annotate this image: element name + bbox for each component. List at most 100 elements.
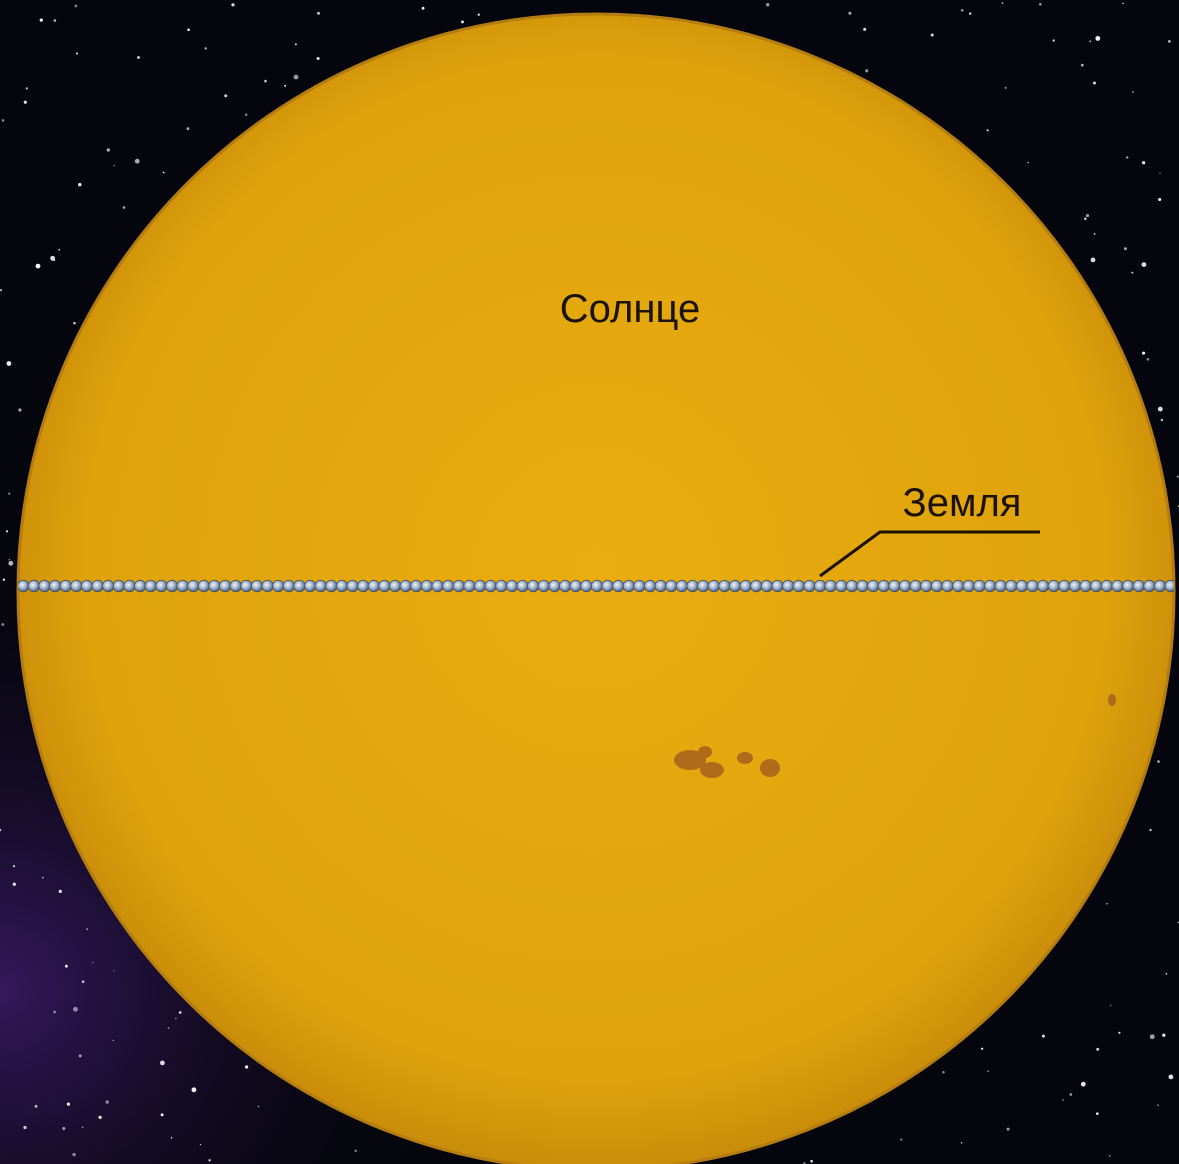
star xyxy=(1157,406,1163,412)
star xyxy=(170,1137,173,1139)
earth-disc xyxy=(1005,579,1018,593)
earth-disc xyxy=(346,579,359,593)
earth-disc xyxy=(612,579,625,593)
star xyxy=(1176,475,1179,478)
star xyxy=(65,964,68,968)
star xyxy=(53,1010,56,1014)
star xyxy=(1006,1127,1010,1131)
star xyxy=(187,28,190,32)
star xyxy=(58,248,61,251)
earth-disc xyxy=(1153,579,1167,593)
earth-disc xyxy=(1100,579,1114,593)
earth-disc xyxy=(367,579,381,593)
earth-disc xyxy=(898,579,912,593)
earth-disc xyxy=(1047,579,1060,593)
star xyxy=(1131,91,1134,94)
star xyxy=(74,4,78,8)
star xyxy=(0,289,3,292)
star xyxy=(1095,36,1101,41)
star xyxy=(160,1060,165,1066)
earth-disc xyxy=(304,579,317,593)
earth-disc xyxy=(601,579,614,593)
earth-disc xyxy=(1037,579,1050,593)
star xyxy=(1168,1074,1174,1080)
star xyxy=(244,1065,249,1069)
star xyxy=(1123,247,1127,251)
star xyxy=(245,113,248,116)
earth-disc xyxy=(80,579,94,593)
earth-disc xyxy=(867,579,880,593)
earth-disc xyxy=(38,579,51,593)
star xyxy=(53,259,56,262)
star xyxy=(1118,1031,1121,1034)
earth-disc xyxy=(920,579,933,593)
star xyxy=(18,408,22,412)
earth-disc xyxy=(176,579,189,593)
star xyxy=(981,1047,984,1050)
earth-disc xyxy=(452,579,466,593)
sun-label: Солнце xyxy=(560,287,700,331)
earth-disc xyxy=(314,579,327,593)
star xyxy=(50,255,55,261)
earth-disc xyxy=(559,579,572,593)
star xyxy=(113,164,115,167)
star xyxy=(58,889,62,894)
star xyxy=(1096,1047,1100,1051)
earth-disc xyxy=(824,579,837,593)
earth-disc xyxy=(569,579,582,593)
earth-disc xyxy=(750,579,763,593)
star xyxy=(78,1054,82,1058)
earth-disc xyxy=(431,579,444,593)
earth-disc xyxy=(941,579,954,593)
earth-disc xyxy=(70,579,83,593)
earth-disc xyxy=(1058,579,1071,593)
earth-disc xyxy=(813,579,827,593)
earth-disc xyxy=(590,579,604,593)
star xyxy=(317,11,320,15)
star xyxy=(12,882,16,886)
star xyxy=(1052,39,1055,42)
earth-disc xyxy=(835,579,848,593)
star xyxy=(1090,257,1096,263)
earth-disc xyxy=(399,579,412,593)
earth-disc xyxy=(102,579,115,593)
star xyxy=(1004,87,1007,89)
star xyxy=(1131,271,1134,274)
star xyxy=(186,127,190,131)
star xyxy=(284,84,287,87)
earth-disc xyxy=(665,579,678,593)
star xyxy=(23,1125,27,1130)
star xyxy=(167,1027,170,1030)
star xyxy=(942,1070,945,1074)
star xyxy=(1158,197,1162,202)
earth-disc xyxy=(18,579,30,593)
star xyxy=(1162,1033,1166,1037)
earth-disc xyxy=(697,579,710,593)
earth-disc xyxy=(389,579,402,593)
earth-disc xyxy=(208,579,221,593)
earth-disc xyxy=(442,579,455,593)
star xyxy=(1041,1034,1045,1038)
star xyxy=(293,74,299,80)
star xyxy=(81,1126,84,1129)
star xyxy=(35,263,41,269)
earth-disc xyxy=(420,579,434,593)
star xyxy=(1165,972,1168,975)
earth-disc xyxy=(644,579,657,593)
earth-disc xyxy=(1132,579,1145,593)
star xyxy=(863,27,867,31)
earth-disc xyxy=(357,579,370,593)
earth-disc xyxy=(877,579,890,593)
earth-disc xyxy=(1068,579,1082,593)
star xyxy=(75,52,79,55)
earth-disc xyxy=(155,579,168,593)
star xyxy=(113,970,115,972)
star xyxy=(1160,418,1164,422)
earth-disc xyxy=(739,579,752,593)
star xyxy=(8,559,10,561)
star xyxy=(122,206,126,209)
star xyxy=(461,20,464,24)
star xyxy=(968,12,972,15)
star xyxy=(1142,351,1146,355)
earth-disc xyxy=(803,579,816,593)
